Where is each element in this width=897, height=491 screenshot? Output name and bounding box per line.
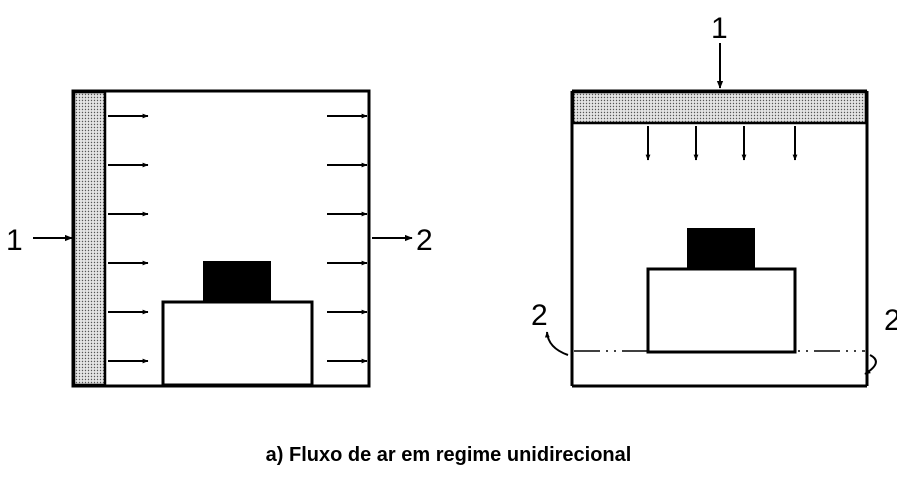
left-equipment-top xyxy=(203,261,271,302)
right-equipment-top xyxy=(687,228,755,269)
left-inlet-label: 1 xyxy=(6,224,23,257)
left-diagram: 1 2 xyxy=(6,89,433,388)
right-equipment-body xyxy=(646,267,797,354)
right-return-arrow-right xyxy=(864,354,877,375)
right-downflow-arrows xyxy=(645,126,798,161)
left-outlet-label: 2 xyxy=(416,224,433,257)
right-outlet-label-left: 2 xyxy=(531,299,548,332)
left-equipment-body xyxy=(161,300,314,387)
right-inlet-label: 1 xyxy=(711,12,728,45)
figure-caption: a) Fluxo de ar em regime unidirecional xyxy=(265,444,632,466)
left-inflow-arrows xyxy=(108,113,149,364)
left-filter-wall xyxy=(72,90,107,387)
right-filter-ceiling xyxy=(571,90,868,125)
right-outlet-label-right: 2 xyxy=(884,304,897,337)
right-diagram: 1 2 2 xyxy=(531,12,897,388)
left-outflow-arrows xyxy=(327,113,368,364)
right-return-arrow-left xyxy=(544,331,569,356)
